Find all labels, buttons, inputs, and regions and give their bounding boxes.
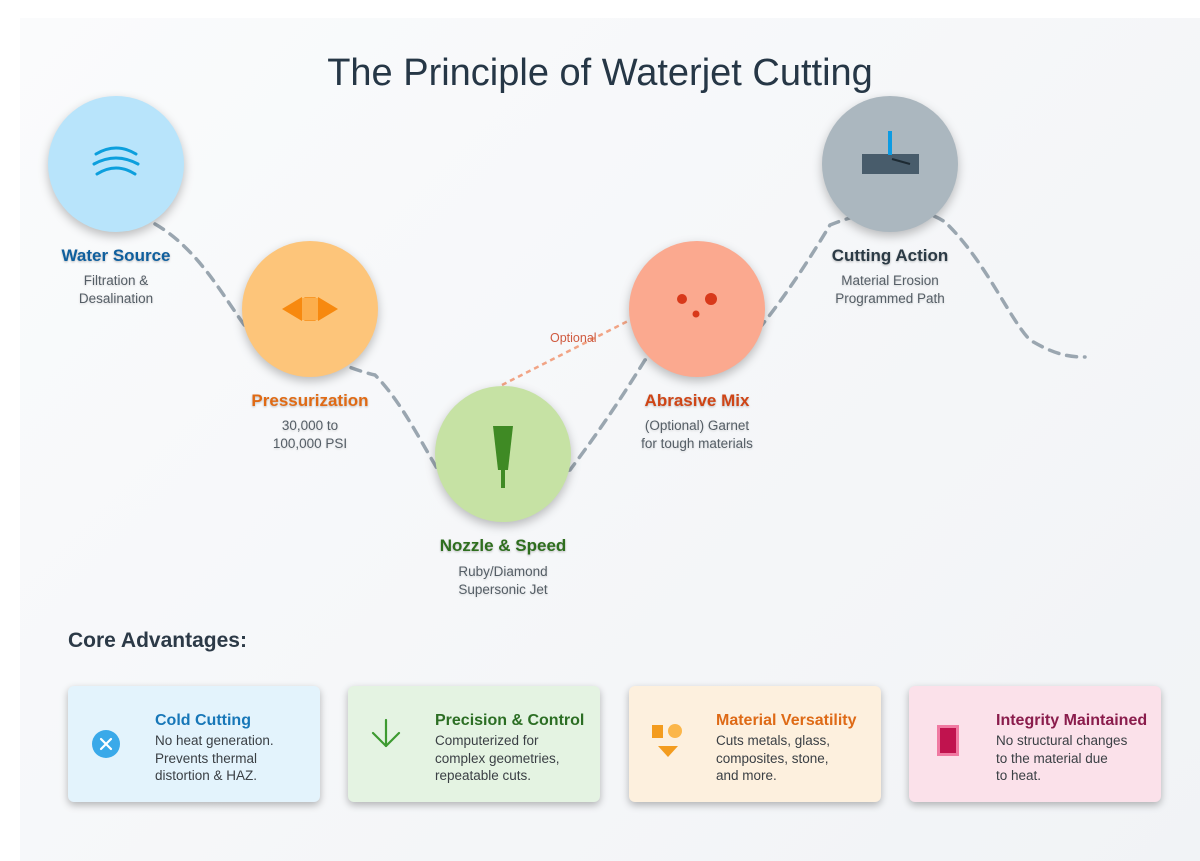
stage-desc-cutting-action: Material Erosion Programmed Path xyxy=(790,272,990,308)
cutting-action-node xyxy=(822,96,958,232)
stage-desc-abrasive-mix: (Optional) Garnet for tough materials xyxy=(597,417,797,453)
advantage-line: Cuts metals, glass, xyxy=(716,733,831,748)
shapes-icon xyxy=(652,724,682,757)
cutting-block-icon xyxy=(862,131,919,174)
stage-title-nozzle: Nozzle & Speed xyxy=(439,536,567,555)
pressure-arrows-icon xyxy=(282,297,338,321)
nozzle-node xyxy=(435,386,571,522)
no-heat-icon xyxy=(92,730,120,758)
abrasive-particles-icon xyxy=(677,293,717,318)
advantage-card-integrity: Integrity Maintained No structural chang… xyxy=(909,686,1161,802)
stage-title-cutting-action: Cutting Action xyxy=(831,246,949,265)
stage-desc-line: Supersonic Jet xyxy=(458,582,548,597)
abrasive-mix-node xyxy=(629,241,765,377)
advantage-line: repeatable cuts. xyxy=(435,768,532,783)
advantage-line: No structural changes xyxy=(996,733,1128,748)
pressurization-node xyxy=(242,241,378,377)
nozzle-icon xyxy=(493,426,513,488)
advantage-line: to the material due xyxy=(996,750,1108,766)
advantage-line: No heat generation. xyxy=(155,733,274,748)
advantages-heading: Core Advantages: xyxy=(68,629,247,652)
advantage-line: distortion & HAZ. xyxy=(155,768,258,783)
water-waves-icon xyxy=(92,146,140,176)
advantage-title: Cold Cutting xyxy=(155,712,251,729)
advantage-text: No heat generation. Prevents thermal dis… xyxy=(155,732,315,785)
water-source-node xyxy=(48,96,184,232)
page-title: The Principle of Waterjet Cutting xyxy=(327,52,873,94)
advantage-line: to heat. xyxy=(996,768,1042,783)
stage-desc-line: Filtration & xyxy=(83,273,149,288)
advantage-line: and more. xyxy=(716,768,777,783)
advantage-line: Computerized for xyxy=(435,733,539,748)
stage-desc-nozzle: Ruby/Diamond Supersonic Jet xyxy=(403,563,603,599)
advantage-text: Cuts metals, glass, composites, stone, a… xyxy=(716,732,876,785)
stage-desc-water-source: Filtration & Desalination xyxy=(16,272,216,308)
stage-desc-line: 30,000 to xyxy=(281,418,339,433)
material-block-icon xyxy=(937,725,959,756)
stage-desc-line: Material Erosion xyxy=(841,273,939,288)
advantage-line: composites, stone, xyxy=(716,750,829,766)
arrow-down-icon xyxy=(371,718,401,748)
advantage-card-versatility: Material Versatility Cuts metals, glass,… xyxy=(629,686,881,802)
stage-desc-pressurization: 30,000 to 100,000 PSI xyxy=(210,417,410,453)
stage-desc-line: 100,000 PSI xyxy=(272,436,348,451)
advantage-line: complex geometries, xyxy=(435,750,560,766)
stage-desc-line: Ruby/Diamond xyxy=(458,564,548,579)
advantage-title: Integrity Maintained xyxy=(996,712,1148,729)
advantage-line: Prevents thermal xyxy=(155,750,258,766)
advantage-card-cold-cutting: Cold Cutting No heat generation. Prevent… xyxy=(68,686,320,802)
optional-abrasive-path xyxy=(501,318,631,387)
stage-title-water-source: Water Source xyxy=(61,246,171,265)
stage-title-abrasive-mix: Abrasive Mix xyxy=(644,391,750,410)
advantage-title: Material Versatility xyxy=(716,712,857,729)
advantage-text: No structural changes to the material du… xyxy=(996,732,1156,785)
advantage-text: Computerized for complex geometries, rep… xyxy=(435,732,595,785)
stage-desc-line: Desalination xyxy=(78,291,154,306)
stage-title-pressurization: Pressurization xyxy=(251,391,369,410)
stage-desc-line: for tough materials xyxy=(641,436,753,451)
advantage-title: Precision & Control xyxy=(435,712,585,729)
advantage-card-precision: Precision & Control Computerized for com… xyxy=(348,686,600,802)
stage-desc-line: Programmed Path xyxy=(835,291,945,306)
stage-desc-line: (Optional) Garnet xyxy=(644,418,750,433)
optional-label: Optional xyxy=(550,331,597,345)
